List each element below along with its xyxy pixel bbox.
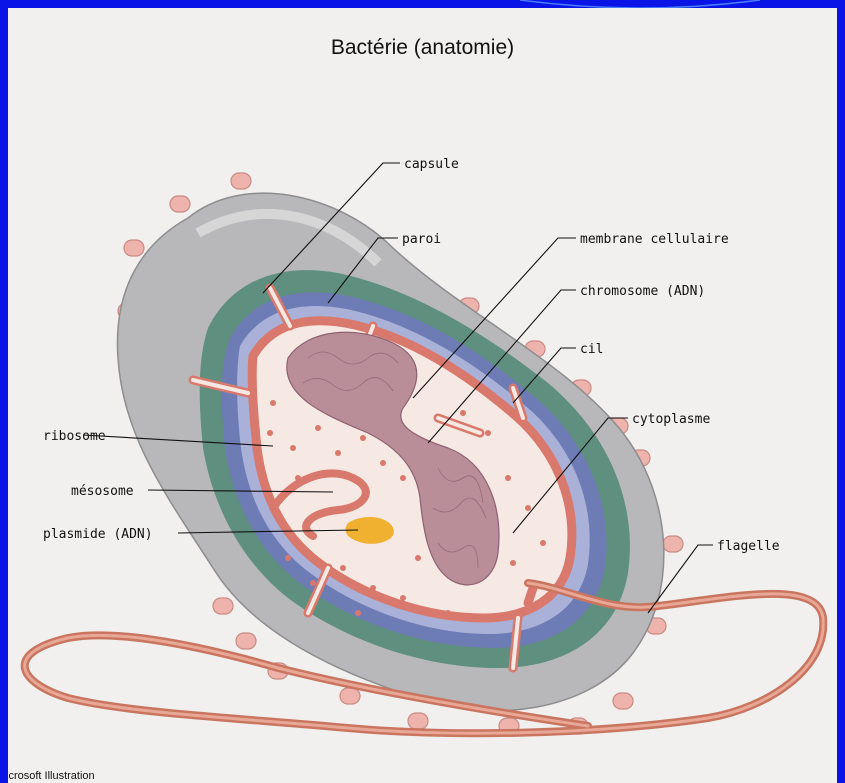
label-cytoplasme: cytoplasme (632, 412, 710, 427)
label-cil: cil (580, 342, 603, 357)
label-membrane-cellulaire: membrane cellulaire (580, 232, 729, 247)
label-flagelle: flagelle (717, 539, 780, 554)
label-paroi: paroi (402, 232, 441, 247)
label-mesosome: mésosome (71, 484, 134, 499)
label-capsule: capsule (404, 157, 459, 172)
image-credit: icrosoft Illustration (8, 770, 95, 782)
label-chromosome: chromosome (ADN) (580, 284, 705, 299)
label-plasmide: plasmide (ADN) (43, 527, 153, 542)
bacteria-diagram: capsule paroi membrane cellulaire chromo… (8, 8, 837, 783)
label-ribosome: ribosome (43, 429, 106, 444)
illustration-frame: Bactérie (anatomie) (8, 8, 837, 783)
